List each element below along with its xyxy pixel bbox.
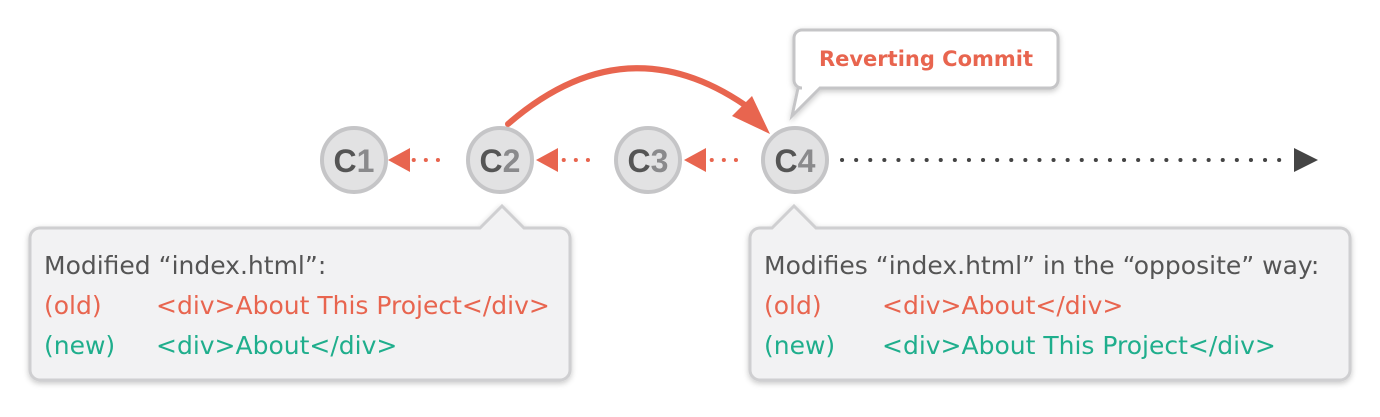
reverting-commit-label: Reverting Commit <box>818 47 1034 71</box>
svg-text:C4: C4 <box>775 143 816 179</box>
callout-right-new-tag: (new) <box>764 331 836 360</box>
commit-c2-number: 2 <box>503 143 521 179</box>
commit-c3-letter: C <box>628 143 651 179</box>
callout-left-box <box>28 203 572 382</box>
callout-right-new-row: (new) <div>About This Project</div> <box>764 326 1344 366</box>
callout-right-old-tag: (old) <box>764 291 822 320</box>
commit-c1-letter: C <box>334 143 357 179</box>
callout-left-new-tag: (new) <box>44 331 116 360</box>
callout-right-title: Modifies “index.html” in the “opposite” … <box>764 251 1320 280</box>
callout-right-old-row: (old) <div>About</div> <box>764 286 1344 326</box>
callout-left-new-row: (new) <div>About</div> <box>44 326 564 366</box>
callout-left: Modified “index.html”: (old) <div>About T… <box>44 246 564 366</box>
reverting-label-box <box>789 28 1060 121</box>
commit-c2[interactable]: C2 <box>466 126 534 194</box>
svg-text:C3: C3 <box>628 143 669 179</box>
callout-right-old-code: <div>About</div> <box>882 291 1124 320</box>
commit-c4-letter: C <box>775 143 798 179</box>
commit-c3[interactable]: C3 <box>614 126 682 194</box>
commit-c4-number: 4 <box>798 143 816 179</box>
callout-right-box <box>748 203 1352 382</box>
commit-c1[interactable]: C1 <box>320 126 388 194</box>
callout-left-old-tag: (old) <box>44 291 102 320</box>
revert-arc-arrowhead <box>732 96 770 134</box>
revert-arc <box>505 65 755 127</box>
commit-c3-number: 3 <box>651 143 669 179</box>
arrowhead-to-c1 <box>388 148 410 172</box>
commit-c1-number: 1 <box>357 143 375 179</box>
callout-left-old-code: <div>About This Project</div> <box>156 291 550 320</box>
timeline-arrowhead <box>1294 148 1318 172</box>
commit-c2-letter: C <box>480 143 503 179</box>
svg-text:C2: C2 <box>480 143 521 179</box>
callout-left-title: Modified “index.html”: <box>44 251 327 280</box>
callout-left-old-row: (old) <div>About This Project</div> <box>44 286 564 326</box>
arrowhead-to-c2 <box>536 148 558 172</box>
commit-c4[interactable]: C4 <box>761 126 829 194</box>
callout-right-new-code: <div>About This Project</div> <box>882 331 1276 360</box>
callout-left-new-code: <div>About</div> <box>156 331 398 360</box>
callout-right: Modifies “index.html” in the “opposite” … <box>764 246 1344 366</box>
arrowhead-to-c3 <box>684 148 706 172</box>
svg-text:C1: C1 <box>334 143 375 179</box>
